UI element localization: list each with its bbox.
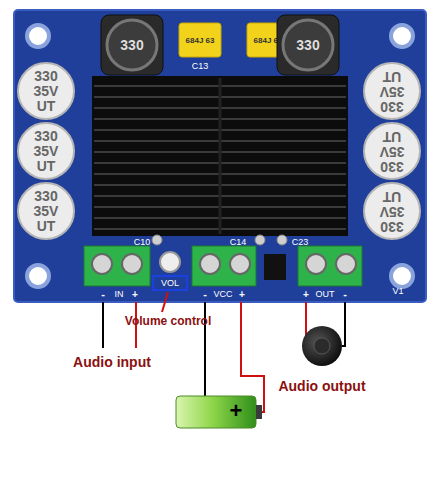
inductor: 330 — [276, 14, 340, 76]
callout-label: Audio output — [278, 378, 365, 394]
capacitor-top — [18, 183, 74, 239]
inductor-body — [277, 15, 339, 75]
silkscreen-label: V1 — [392, 286, 403, 296]
silkscreen-label: C13 — [192, 61, 209, 71]
screw — [122, 254, 142, 274]
part-marking: 330 — [107, 38, 157, 53]
mounting-hole — [27, 265, 49, 287]
inductor-core — [283, 20, 333, 70]
small-capacitor — [277, 235, 287, 245]
small-capacitor — [255, 235, 265, 245]
screw — [92, 254, 112, 274]
potentiometer — [160, 252, 180, 272]
screw — [230, 254, 250, 274]
pin-label: IN — [115, 289, 124, 299]
leader-line — [162, 292, 168, 312]
pin-label: - — [203, 288, 207, 300]
polarity-sign: + — [230, 398, 243, 424]
silkscreen-label: C10 — [134, 237, 151, 247]
pin-label: + — [132, 289, 138, 300]
wire — [102, 302, 104, 348]
callout-label: Audio input — [73, 354, 151, 370]
capacitor-top — [364, 183, 420, 239]
screw — [200, 254, 220, 274]
pin-label: - — [343, 288, 347, 300]
heatsink-fins — [94, 78, 346, 234]
battery-terminal — [256, 405, 262, 419]
part-marking: 330 35V UT — [29, 69, 63, 114]
jumper-header — [264, 254, 286, 280]
pin-label: OUT — [316, 289, 335, 299]
mounting-hole — [391, 265, 413, 287]
capacitor-top — [18, 63, 74, 119]
pin-label: - — [101, 288, 105, 300]
mounting-hole — [27, 25, 49, 47]
part-marking: 330 35V UT — [375, 189, 409, 234]
terminal-block — [192, 246, 256, 286]
part-marking: 330 — [283, 38, 333, 53]
highlight-box — [153, 276, 187, 290]
electrolytic-capacitor: 330 35V UT — [17, 122, 75, 180]
screw — [336, 254, 356, 274]
film-capacitor: 684J 63 — [178, 22, 222, 58]
electrolytic-capacitor: 330 35V UT — [363, 182, 421, 240]
fin-slot — [219, 78, 222, 234]
mounting-hole — [391, 25, 413, 47]
speaker — [302, 326, 342, 366]
part-marking: 330 35V UT — [29, 189, 63, 234]
electrolytic-capacitor: 330 35V UT — [363, 62, 421, 120]
capacitor-top — [18, 123, 74, 179]
electrolytic-capacitor: 330 35V UT — [363, 122, 421, 180]
callout-label: Volume control — [125, 314, 211, 328]
speaker-cone — [314, 338, 330, 354]
pin-label: + — [239, 289, 245, 300]
pin-label: VOL — [161, 278, 179, 288]
screw — [306, 254, 326, 274]
wire — [342, 302, 345, 346]
inductor: 330 — [100, 14, 164, 76]
inductor-core — [107, 20, 157, 70]
part-marking: 330 35V UT — [375, 129, 409, 174]
electrolytic-capacitor: 330 35V UT — [17, 182, 75, 240]
electrolytic-capacitor: 330 35V UT — [17, 62, 75, 120]
capacitor-top — [364, 63, 420, 119]
heatsink — [92, 76, 348, 236]
terminal-block — [84, 246, 150, 286]
capacitor-top — [364, 123, 420, 179]
small-capacitor — [152, 235, 162, 245]
inductor-body — [101, 15, 163, 75]
pcb-board — [14, 10, 426, 302]
part-marking: 330 35V UT — [29, 129, 63, 174]
terminal-block — [298, 246, 362, 286]
battery — [176, 396, 256, 428]
pin-label: + — [303, 289, 309, 300]
part-marking: 684J 63 — [180, 36, 220, 45]
part-marking: 330 35V UT — [375, 69, 409, 114]
film-capacitor-body — [179, 23, 221, 57]
pin-label: VCC — [213, 289, 232, 299]
silkscreen-label: C23 — [292, 237, 309, 247]
silkscreen-label: C14 — [230, 237, 247, 247]
